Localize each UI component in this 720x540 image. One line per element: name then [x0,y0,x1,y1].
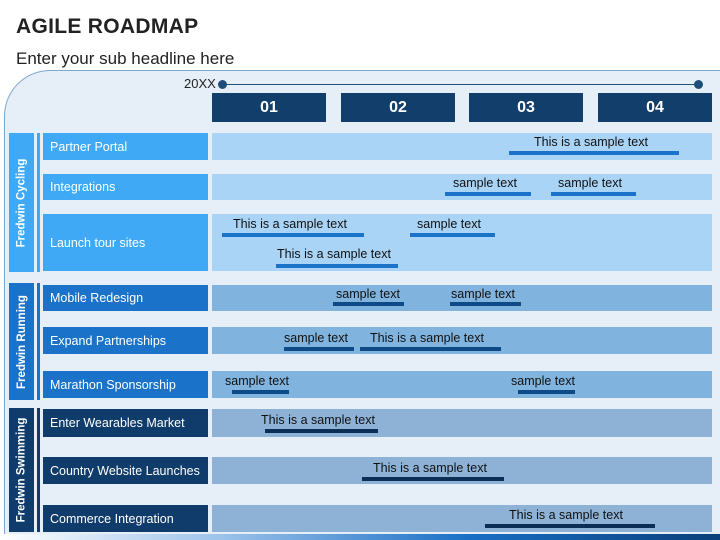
task-bar [410,233,495,237]
row-track [212,133,712,160]
timeline-end-dot [694,80,703,89]
quarter-header: 03 [469,93,583,122]
row-label: Commerce Integration [43,505,208,532]
quarter-header: 01 [212,93,326,122]
row-label: Enter Wearables Market [43,409,208,437]
task-label: sample text [417,217,481,231]
group-label: Fredwin Running [9,283,34,400]
task-bar [222,233,364,237]
task-bar [362,477,504,481]
row-track [212,371,712,398]
row-label: Country Website Launches [43,457,208,484]
row-label: Partner Portal [43,133,208,160]
row-track [212,214,712,271]
task-bar [360,347,501,351]
timeline-start-dot [218,80,227,89]
task-bar [518,390,575,394]
task-label: This is a sample text [373,461,487,475]
task-label: This is a sample text [370,331,484,345]
group-label-text: Fredwin Cycling [15,158,28,247]
task-label: This is a sample text [509,508,623,522]
task-label: This is a sample text [261,413,375,427]
group-label-text: Fredwin Running [15,294,28,389]
task-bar [265,429,378,433]
row-track [212,285,712,311]
task-bar [284,347,354,351]
task-label: sample text [558,176,622,190]
group-label-text: Fredwin Swimming [15,417,28,523]
row-label: Launch tour sites [43,214,208,271]
task-label: sample text [225,374,289,388]
row-label: Mobile Redesign [43,285,208,311]
task-bar [485,524,655,528]
task-label: This is a sample text [277,247,391,261]
page-title: AGILE ROADMAP [16,15,199,38]
group-accent-strip [37,283,40,400]
group-accent-strip [37,133,40,272]
timeline-line [222,84,698,85]
row-label: Expand Partnerships [43,327,208,354]
task-label: sample text [511,374,575,388]
timeline-year: 20XX [184,76,216,91]
row-label: Marathon Sponsorship [43,371,208,398]
task-bar [551,192,636,196]
group-label: Fredwin Swimming [9,408,34,532]
task-bar [509,151,679,155]
task-label: sample text [451,287,515,301]
quarter-header: 02 [341,93,455,122]
task-bar [333,302,404,306]
task-label: sample text [336,287,400,301]
group-accent-strip [37,408,40,532]
task-label: This is a sample text [534,135,648,149]
bottom-accent-strip [0,534,720,540]
group-label: Fredwin Cycling [9,133,34,272]
task-label: This is a sample text [233,217,347,231]
page-subtitle: Enter your sub headline here [16,49,235,68]
row-label: Integrations [43,174,208,200]
task-label: sample text [284,331,348,345]
task-bar [276,264,398,268]
task-bar [450,302,521,306]
task-label: sample text [453,176,517,190]
task-bar [232,390,289,394]
quarter-header: 04 [598,93,712,122]
task-bar [445,192,531,196]
